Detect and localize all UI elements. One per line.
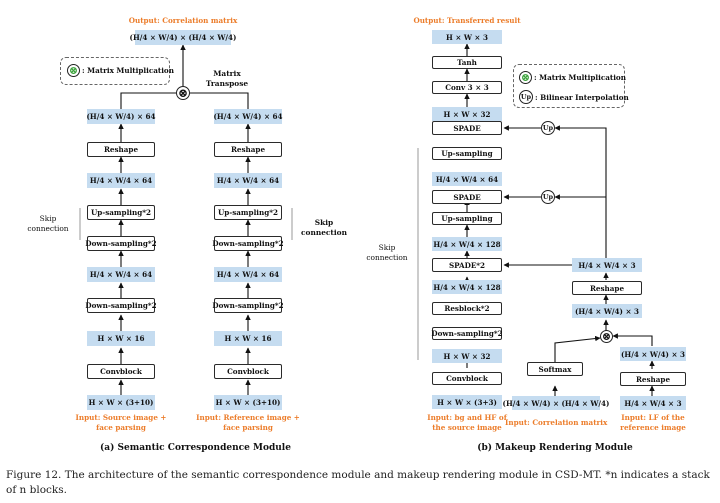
left-c1-input-label: Input: Source image + face parsing [75, 413, 167, 432]
left-c2-feature-hw64: (H/4 × W/4) × 64 [214, 109, 283, 124]
figure-caption: Figure 12. The architecture of the seman… [6, 469, 710, 496]
right-spade-2: SPADE [432, 190, 502, 204]
left-c2-input-label: Input: Reference image + face parsing [196, 413, 300, 432]
right-corr-input-box: (H/4 × W/4) × (H/4 × W/4) [503, 396, 609, 410]
right-downsampling: Down-sampling*2 [431, 327, 503, 340]
legend-up-label: : Bilinear Interpolation [535, 92, 629, 102]
right-feature-128b: H/4 × W/4 × 128 [432, 280, 502, 294]
left-c2-feature-64a: H/4 × W/4 × 64 [214, 173, 282, 188]
left-output-label: Output: Correlation matrix [128, 16, 238, 25]
right-tanh: Tanh [432, 56, 502, 69]
right-feature-h32: H × W × 32 [432, 107, 502, 121]
right-input-label: Input: bg and HF of the source image [427, 413, 507, 432]
left-c1-feature-hw16: H × W × 16 [87, 331, 155, 346]
right-feature-128a: H/4 × W/4 × 128 [432, 237, 502, 251]
right-output-box: H × W × 3 [432, 30, 502, 44]
side-matrix-multiplication-node: ⊗ [600, 330, 613, 343]
left-c2-downsampling-2: Down-sampling*2 [212, 298, 284, 313]
right-output-label: Output: Transferred result [413, 16, 521, 25]
left-c1-downsampling: Down-sampling*2 [85, 236, 157, 251]
right-upsampling-2: Up-sampling [432, 212, 502, 225]
right-lf-feature-hw3: (H/4 × W/4) × 3 [620, 347, 686, 361]
left-c2-input-box: H × W × (3+10) [214, 395, 282, 410]
right-upsampling-1: Up-sampling [432, 147, 502, 160]
right-lf-reshape: Reshape [620, 372, 686, 386]
left-skip-connection-label-2: Skip connection [301, 218, 347, 237]
legend-mult-label: : Matrix Multiplication [534, 73, 626, 82]
left-c2-feature-64b: H/4 × W/4 × 64 [214, 267, 282, 282]
right-caption: (b) Makeup Rendering Module [477, 443, 633, 453]
right-spade-3: SPADE*2 [432, 258, 502, 272]
right-softmax: Softmax [527, 362, 583, 376]
left-skip-connection-label-1: Skip connection [27, 214, 69, 233]
right-skip-connection-label: Skip connection [366, 243, 408, 262]
left-c2-convblock: Convblock [214, 364, 282, 379]
right-lf-input-box: H/4 × W/4 × 3 [620, 396, 686, 410]
legend-mult-label: : Matrix Multiplication [82, 66, 174, 75]
right-conv3x3: Conv 3 × 3 [432, 81, 502, 94]
up-interpolation-node-1: Up [541, 121, 555, 135]
right-lf-input-label: Input: LF of the reference image [620, 413, 686, 432]
left-c1-input-box: H × W × (3+10) [87, 395, 155, 410]
right-corr-input-label: Input: Correlation matrix [505, 418, 608, 427]
left-c1-reshape: Reshape [87, 142, 155, 157]
left-c1-upsampling: Up-sampling*2 [87, 205, 155, 220]
left-caption: (a) Semantic Correspondence Module [100, 443, 291, 453]
matrix-multiplication-node: ⊗ [176, 86, 190, 100]
right-feature-64: H/4 × W/4 × 64 [432, 172, 502, 186]
right-side-feature-hw3: (H/4 × W/4) × 3 [572, 304, 642, 318]
left-legend: ⊗ : Matrix Multiplication [60, 57, 174, 85]
right-feature-h32b: H × W × 32 [432, 349, 502, 363]
left-output-box: (H/4 × W/4) × (H/4 × W/4) [130, 30, 236, 45]
right-convblock: Convblock [432, 372, 502, 385]
left-c1-feature-64b: H/4 × W/4 × 64 [87, 267, 155, 282]
left-c2-downsampling: Down-sampling*2 [212, 236, 284, 251]
right-resblock: Resblock*2 [432, 302, 502, 315]
right-side-reshape: Reshape [572, 281, 642, 295]
left-c2-feature-hw16: H × W × 16 [214, 331, 282, 346]
up-interpolation-node-2: Up [541, 190, 555, 204]
matrix-multiplication-icon: ⊗ [519, 71, 532, 84]
right-legend: ⊗ : Matrix Multiplication Up : Bilinear … [513, 64, 629, 108]
left-c2-upsampling: Up-sampling*2 [214, 205, 282, 220]
right-side-feature-3: H/4 × W/4 × 3 [572, 258, 642, 272]
bilinear-interpolation-icon: Up [519, 90, 533, 104]
left-c1-downsampling-2: Down-sampling*2 [85, 298, 157, 313]
right-spade-1: SPADE [432, 121, 502, 135]
left-c2-reshape: Reshape [214, 142, 282, 157]
left-c1-convblock: Convblock [87, 364, 155, 379]
matrix-transpose-label: Matrix Transpose [205, 69, 249, 88]
left-c1-feature-hw64: (H/4 × W/4) × 64 [87, 109, 156, 124]
matrix-multiplication-icon: ⊗ [67, 64, 80, 77]
right-input-box: H × W × (3+3) [432, 395, 502, 409]
left-c1-feature-64a: H/4 × W/4 × 64 [87, 173, 155, 188]
